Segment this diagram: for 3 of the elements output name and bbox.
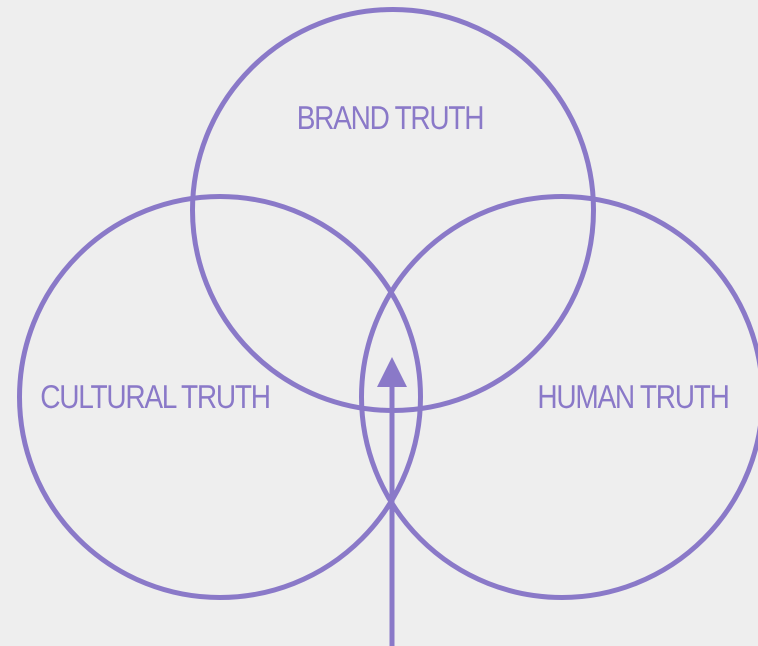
circle-label: HUMAN TRUTH: [537, 378, 729, 416]
circle-label: CULTURAL TRUTH: [40, 378, 270, 416]
circle-label: BRAND TRUTH: [296, 99, 484, 137]
